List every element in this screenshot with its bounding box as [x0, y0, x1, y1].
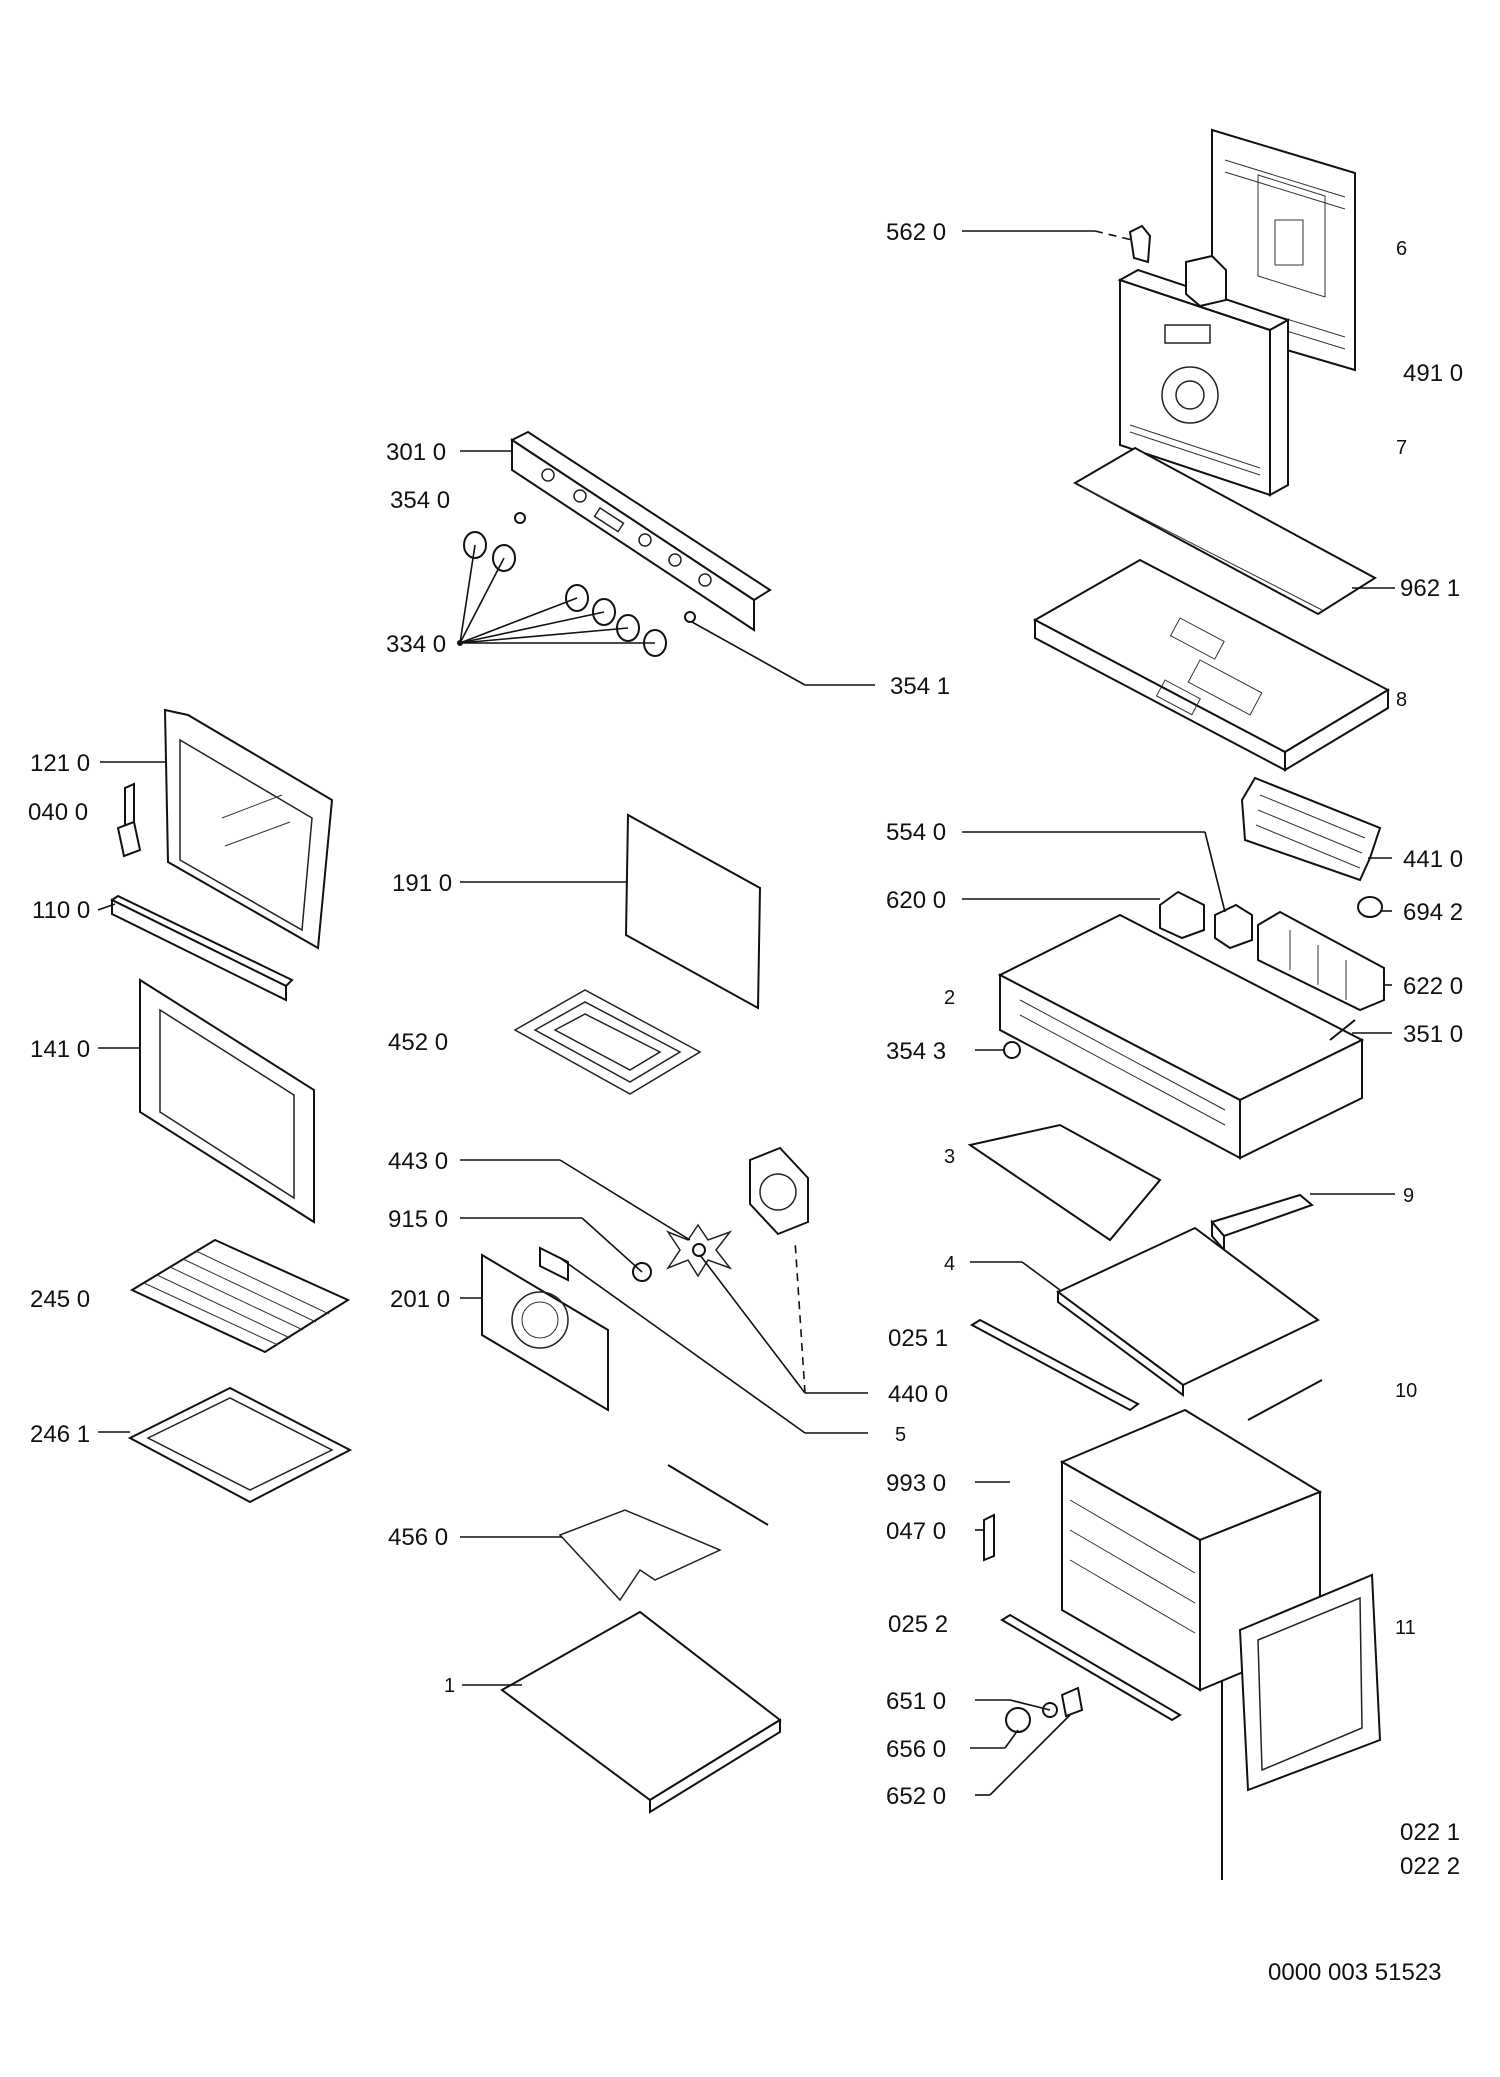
- label-441-0: 441 0: [1403, 846, 1463, 873]
- label-8: 8: [1396, 689, 1407, 711]
- label-354-1: 354 1: [890, 673, 950, 700]
- label-201-0: 201 0: [390, 1286, 450, 1313]
- label-351-0: 351 0: [1403, 1021, 1463, 1048]
- label-622-0: 622 0: [1403, 973, 1463, 1000]
- label-562-0: 562 0: [886, 219, 946, 246]
- label-4: 4: [944, 1253, 955, 1275]
- panel-9: [1210, 1193, 1314, 1253]
- label-022-2: 022 2: [1400, 1853, 1460, 1880]
- label-2: 2: [944, 987, 955, 1009]
- label-491-0: 491 0: [1403, 360, 1463, 387]
- label-245-0: 245 0: [30, 1286, 90, 1313]
- label-656-0: 656 0: [886, 1736, 946, 1763]
- leader-lines: [97, 230, 1395, 1796]
- label-121-0: 121 0: [30, 750, 90, 777]
- pin-351: [1329, 1019, 1356, 1041]
- baking-tray-246: [127, 1386, 353, 1504]
- insulation-191: [624, 813, 762, 1010]
- label-993-0: 993 0: [886, 1470, 946, 1497]
- rail-025-2: [1000, 1613, 1182, 1722]
- door-frame-121: [163, 708, 334, 950]
- document-number: 0000 003 51523: [1268, 1959, 1442, 1986]
- cooling-fan-441: [1240, 776, 1382, 882]
- label-9: 9: [1403, 1185, 1414, 1207]
- screw-354-3: [1003, 1041, 1021, 1059]
- label-652-0: 652 0: [886, 1783, 946, 1810]
- inner-glass-frame-141: [139, 978, 315, 1224]
- label-440-0: 440 0: [888, 1381, 948, 1408]
- component-554: [1214, 903, 1253, 950]
- relay-block: [1185, 254, 1227, 308]
- label-694-2: 694 2: [1403, 899, 1463, 926]
- label-354-0: 354 0: [390, 487, 450, 514]
- top-cover-8: [1032, 558, 1391, 772]
- label-246-1: 246 1: [30, 1421, 90, 1448]
- plate-4: [1056, 1226, 1320, 1397]
- label-354-3: 354 3: [886, 1038, 946, 1065]
- label-025-1: 025 1: [888, 1325, 948, 1352]
- cross-chassis-2: [997, 913, 1365, 1160]
- component-620: [1159, 890, 1205, 940]
- bottom-element-456: [558, 1464, 769, 1602]
- rail-10: [1247, 1379, 1323, 1421]
- hinge-047: [983, 1513, 995, 1562]
- control-module: [1117, 268, 1291, 497]
- label-10: 10: [1395, 1380, 1417, 1402]
- label-554-0: 554 0: [886, 819, 946, 846]
- label-620-0: 620 0: [886, 887, 946, 914]
- wire-rack-245: [129, 1238, 351, 1354]
- label-6: 6: [1396, 238, 1407, 260]
- label-025-2: 025 2: [888, 1611, 948, 1638]
- rail-025-1: [970, 1318, 1140, 1412]
- label-191-0: 191 0: [392, 870, 452, 897]
- part-labels: 562 0 6 491 0 7 962 1 8 301 0 354 0 334 …: [28, 219, 1463, 1986]
- label-1: 1: [444, 1675, 455, 1697]
- bottom-plate-1: [500, 1610, 782, 1814]
- label-141-0: 141 0: [30, 1036, 90, 1063]
- label-443-0: 443 0: [388, 1148, 448, 1175]
- spring-354: [514, 512, 696, 623]
- label-040-0: 040 0: [28, 799, 88, 826]
- label-3: 3: [944, 1146, 955, 1168]
- label-651-0: 651 0: [886, 1688, 946, 1715]
- label-452-0: 452 0: [388, 1029, 448, 1056]
- label-11: 11: [1395, 1617, 1416, 1639]
- grill-element-452: [513, 989, 702, 1095]
- label-022-1: 022 1: [1400, 1819, 1460, 1846]
- cavity: [1059, 1408, 1323, 1692]
- label-047-0: 047 0: [886, 1518, 946, 1545]
- label-110-0: 110 0: [32, 897, 90, 924]
- control-panel-301: [510, 430, 772, 632]
- fan-cover-201: [481, 1246, 609, 1412]
- label-7: 7: [1396, 437, 1407, 459]
- switch-block-622: [1257, 910, 1385, 1012]
- label-456-0: 456 0: [388, 1524, 448, 1551]
- hinge-040: [116, 782, 142, 858]
- bracket-562: [1128, 224, 1152, 264]
- fan-blade-443: [666, 1223, 733, 1278]
- door-trim-110: [110, 894, 294, 1002]
- lamp-694: [1357, 896, 1383, 918]
- label-962-1: 962 1: [1400, 575, 1460, 602]
- lamp-parts-651: [1005, 1686, 1084, 1733]
- fan-motor-440: [749, 1146, 809, 1236]
- label-5: 5: [895, 1424, 906, 1446]
- bracket-3: [967, 1123, 1162, 1242]
- label-915-0: 915 0: [388, 1206, 448, 1233]
- label-301-0: 301 0: [386, 439, 446, 466]
- insulation-sheet-962: [1072, 446, 1377, 616]
- front-frame-11: [1221, 1573, 1382, 1880]
- label-334-0: 334 0: [386, 631, 446, 658]
